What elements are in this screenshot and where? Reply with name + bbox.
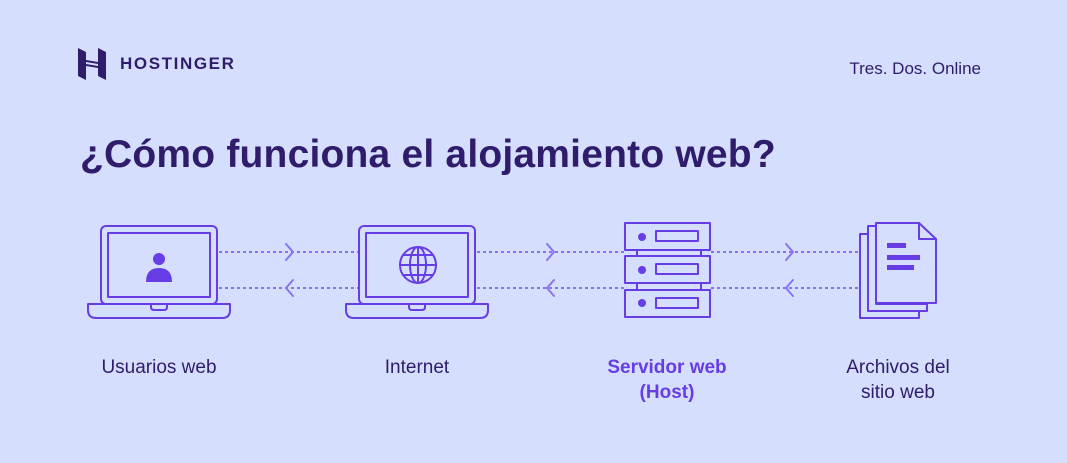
node-label-users: Usuarios web [79,355,239,380]
label-line: sitio web [861,382,935,403]
brand-name: HOSTINGER [120,54,236,73]
hosting-flow-diagram [87,222,937,319]
page-title: ¿Cómo funciona el alojamiento web? [80,133,776,176]
server-stack-icon [624,222,711,318]
arrow-left-icon [785,279,794,297]
brand-logo: HOSTINGER [78,48,235,80]
hostinger-logo-icon [78,48,106,80]
label-line: (Host) [639,382,695,403]
laptop-globe-icon [345,225,489,319]
arrow-right-icon [285,243,294,261]
label-line: Servidor web [607,357,727,378]
node-label-server: Servidor web (Host) [587,355,747,405]
arrow-right-icon [785,243,794,261]
arrow-left-icon [285,279,294,297]
arrow-right-icon [546,243,555,261]
arrow-left-icon [546,279,555,297]
tagline: Tres. Dos. Online [849,59,981,78]
node-label-internet: Internet [337,355,497,380]
label-line: Internet [384,357,450,378]
label-line: Usuarios web [101,357,217,378]
label-line: Archivos del [846,357,950,378]
node-label-files: Archivos del sitio web [818,355,978,405]
laptop-user-icon [87,225,231,319]
documents-icon [859,222,937,319]
